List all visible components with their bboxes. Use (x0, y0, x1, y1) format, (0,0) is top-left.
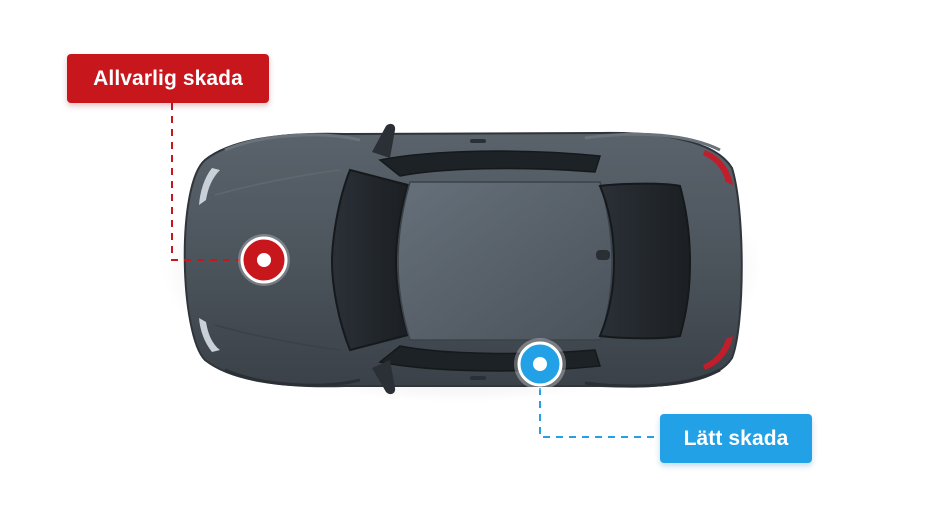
headlight-right (199, 318, 220, 352)
headlight-left (199, 168, 220, 205)
hood-crease-bottom (214, 324, 341, 351)
antenna (596, 250, 610, 260)
side-window-top (378, 150, 601, 177)
windshield (330, 168, 410, 352)
rear-fender-bottom (584, 368, 721, 388)
minor-connector-line (539, 388, 658, 438)
front-fender-bottom (224, 368, 361, 387)
severe-damage-label: Allvarlig skada (67, 54, 269, 103)
minor-damage-label: Lätt skada (660, 414, 812, 463)
tail-light-bottom (703, 336, 733, 370)
rear-window (598, 182, 692, 340)
front-fender-top (224, 133, 361, 152)
mirror-bottom (372, 360, 396, 395)
severe-connector-line (171, 103, 240, 261)
door-handle-bottom (470, 376, 486, 380)
severe-damage-marker[interactable] (238, 234, 290, 286)
minor-damage-marker[interactable] (514, 338, 566, 390)
tail-light-top (703, 150, 733, 185)
mirror-top (372, 123, 396, 158)
hood-crease-top (214, 169, 341, 196)
door-handle-top (470, 139, 486, 143)
rear-fender-top (584, 132, 721, 152)
roof (397, 181, 613, 341)
